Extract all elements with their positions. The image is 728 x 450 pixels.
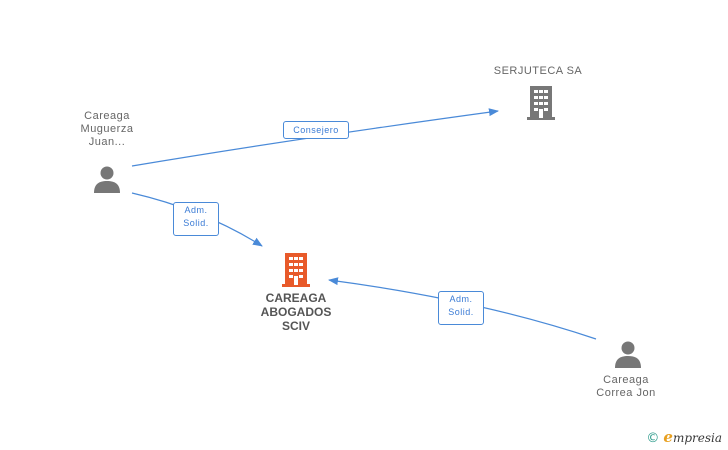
person-bottom-label[interactable]: Careaga Correa Jon bbox=[596, 374, 656, 399]
person-icon[interactable] bbox=[92, 164, 122, 194]
person-top-label[interactable]: Careaga Muguerza Juan... bbox=[80, 110, 134, 148]
company-main-label[interactable]: CAREAGA ABOGADOS SCIV bbox=[260, 291, 332, 333]
edge-label-adm-bottom[interactable]: Adm. Solid. bbox=[438, 291, 484, 325]
edge-label-consejero[interactable]: Consejero bbox=[283, 121, 349, 139]
person-icon[interactable] bbox=[613, 339, 643, 369]
company-top-label[interactable]: SERJUTECA SA bbox=[493, 65, 583, 77]
building-main-icon[interactable] bbox=[281, 251, 311, 287]
building-icon[interactable] bbox=[526, 84, 556, 120]
edge-label-adm-top[interactable]: Adm. Solid. bbox=[173, 202, 219, 236]
empresia-logo[interactable]: ©empresia bbox=[646, 428, 722, 446]
copyright-icon: © bbox=[646, 431, 660, 446]
